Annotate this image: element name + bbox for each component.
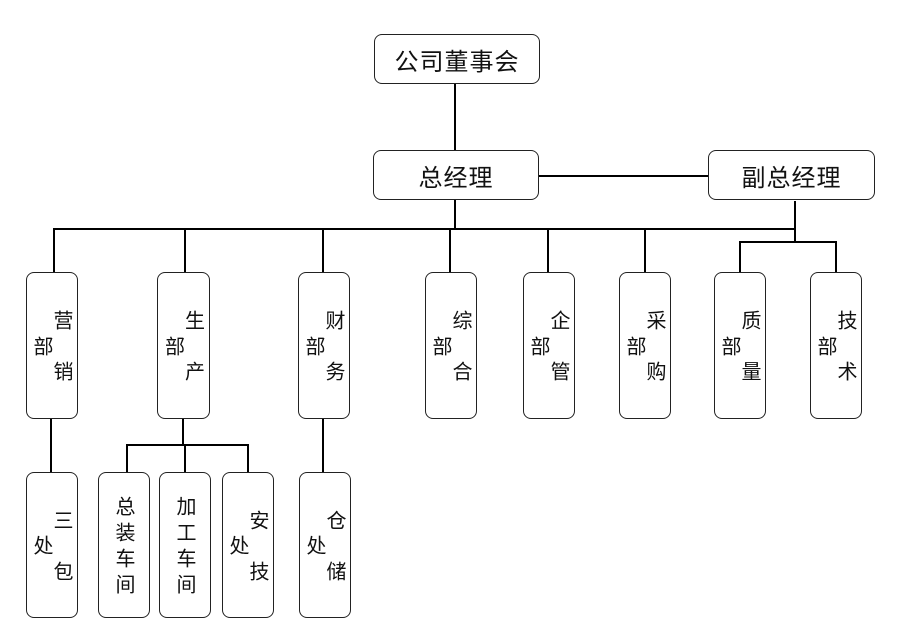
safety-technology-office-node: 安技处 (222, 472, 274, 618)
marketing-dept-node: 营销部 (26, 272, 78, 419)
procurement-dept-node: 采购部 (619, 272, 671, 419)
board-node: 公司董事会 (374, 34, 540, 84)
finance-dept-node: 财务部 (298, 272, 350, 419)
general-manager-node: 总经理 (373, 150, 539, 200)
deputy-general-manager-node: 副总经理 (708, 150, 875, 200)
assembly-workshop-node: 总装车间 (98, 472, 150, 618)
quality-dept-node: 质量部 (714, 272, 766, 419)
storage-office-node: 仓储处 (299, 472, 351, 618)
three-guarantees-office-node: 三包处 (26, 472, 78, 618)
technology-dept-node: 技术部 (810, 272, 862, 419)
machining-workshop-node: 加工车间 (159, 472, 211, 618)
general-affairs-dept-node: 综合部 (425, 272, 477, 419)
enterprise-management-dept-node: 企管部 (523, 272, 575, 419)
production-dept-node: 生产部 (157, 272, 210, 419)
